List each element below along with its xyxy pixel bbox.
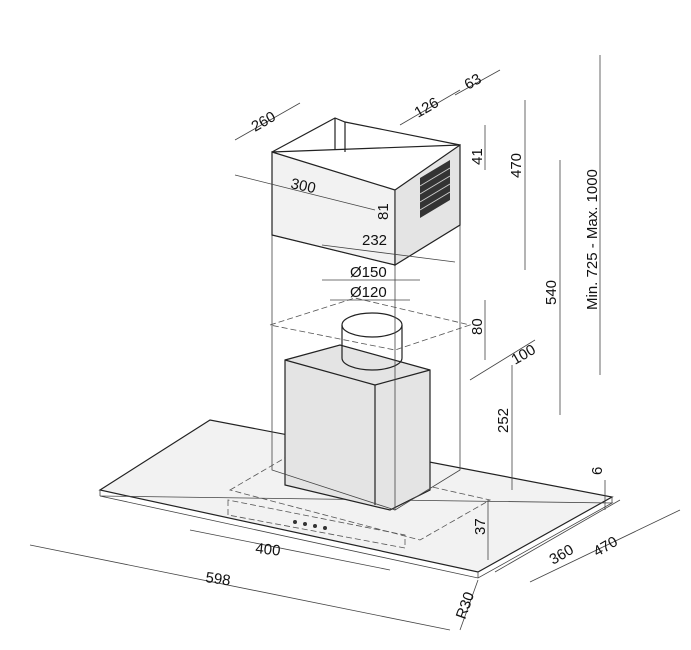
- dim-front-offset: 37: [472, 518, 489, 535]
- dim-chimney-width: 300: [289, 175, 317, 197]
- vent-grille: [419, 160, 451, 218]
- dim-vent-width: 126: [412, 94, 442, 121]
- dim-vent-top: 41: [469, 148, 486, 165]
- dim-body-depth: 360: [547, 541, 577, 568]
- control-buttons: [293, 520, 327, 530]
- motor-body: [284, 344, 431, 511]
- dim-outlet-depth: 100: [509, 341, 539, 368]
- outlet-collar: [341, 312, 403, 338]
- dim-body-width: 400: [255, 540, 282, 560]
- dimension-lines: [29, 55, 681, 631]
- dim-glass-depth: 470: [591, 533, 621, 560]
- dim-chimney-depth: 260: [249, 108, 279, 135]
- dim-outlet-offset: 232: [362, 232, 387, 249]
- dim-vent-offset: 63: [462, 70, 485, 93]
- dim-glass-width: 598: [204, 569, 231, 589]
- dim-corner-radius: R30: [453, 590, 478, 622]
- body-footprint: [228, 454, 492, 541]
- dim-upper-chimney-height: 470: [508, 153, 525, 178]
- dim-outlet-height: 80: [469, 318, 486, 335]
- dim-total-height: Min. 725 - Max. 1000: [584, 169, 601, 310]
- dim-outlet-diameter-large: Ø150: [350, 264, 387, 281]
- dim-glass-thickness: 6: [589, 467, 606, 475]
- dim-outlet-diameter-small: Ø120: [350, 284, 387, 301]
- dim-lower-height: 540: [543, 280, 560, 305]
- dim-vent-height: 81: [375, 203, 392, 220]
- dim-body-height: 252: [495, 408, 512, 433]
